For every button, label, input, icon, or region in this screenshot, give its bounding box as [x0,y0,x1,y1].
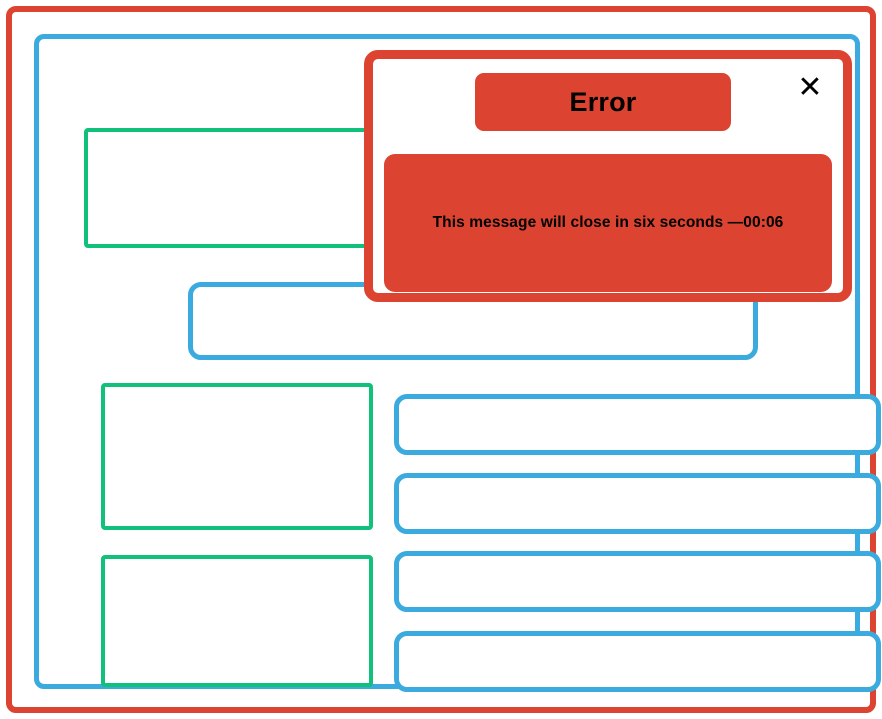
form-field-6[interactable] [101,555,373,687]
dialog-title: Error [475,73,731,131]
close-icon[interactable]: ✕ [793,71,827,105]
form-field-7[interactable] [394,551,881,612]
error-dialog: Error ✕ This message will close in six s… [364,50,852,302]
dialog-message: This message will close in six seconds —… [432,214,784,231]
form-field-3[interactable] [101,383,373,530]
application-frame: Error ✕ This message will close in six s… [6,6,881,713]
form-field-5[interactable] [394,473,881,534]
dialog-titlebar: Error ✕ [373,59,843,137]
dialog-body: This message will close in six seconds —… [384,154,832,292]
form-field-8[interactable] [394,631,881,692]
form-field-4[interactable] [394,394,881,455]
